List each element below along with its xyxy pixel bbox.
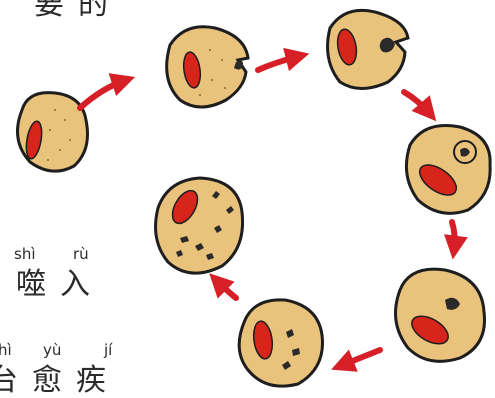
arrow-1-to-2 bbox=[77, 73, 136, 111]
arrow-3-to-4 bbox=[401, 89, 437, 122]
pinyin-shi: shì bbox=[14, 245, 36, 263]
arrow-6-to-7 bbox=[209, 273, 239, 301]
cell-stage-1 bbox=[16, 91, 89, 173]
text-line-2: 台愈疾 bbox=[0, 363, 120, 398]
pinyin-ji: jí bbox=[104, 341, 113, 359]
arrow-2-to-3 bbox=[255, 47, 310, 73]
top-text: 要的 bbox=[34, 0, 122, 22]
pinyin-yu: yù bbox=[43, 341, 62, 359]
pinyin-hi: hì bbox=[0, 341, 12, 359]
cell-stage-2 bbox=[165, 25, 250, 109]
cell-stage-5 bbox=[394, 267, 486, 363]
arrow-5-to-6 bbox=[331, 347, 383, 372]
cell-stage-6 bbox=[237, 298, 324, 388]
cell-stage-7 bbox=[154, 176, 245, 275]
curved-arrows bbox=[77, 47, 468, 372]
text-line-1: 噬入 bbox=[16, 267, 104, 302]
arrow-4-to-5 bbox=[444, 219, 468, 260]
cell-stage-3 bbox=[326, 8, 410, 90]
cell-stage-4 bbox=[404, 124, 492, 215]
pinyin-ru: rù bbox=[73, 245, 89, 263]
